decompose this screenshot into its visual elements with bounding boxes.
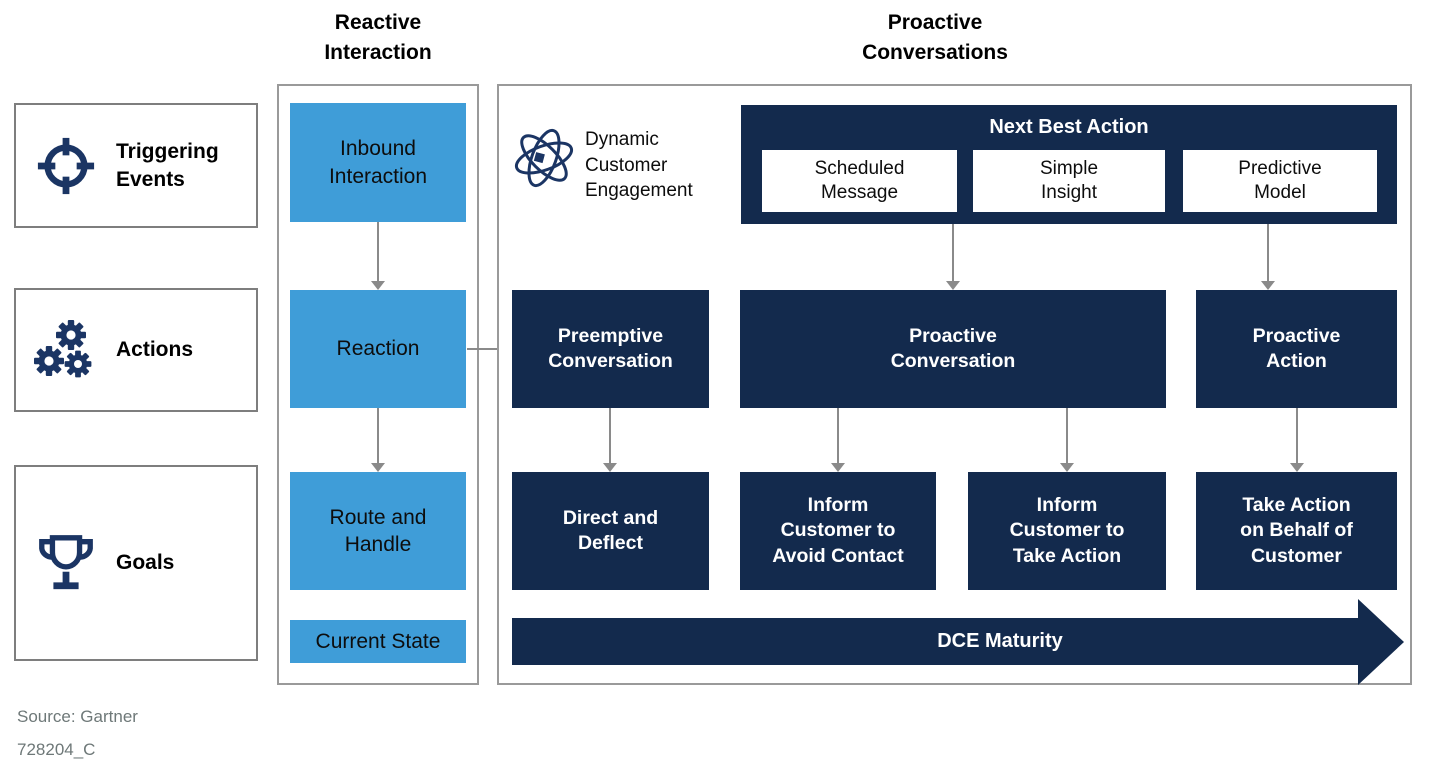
nba-option-predictive-model: Predictive Model (1183, 150, 1377, 212)
arrow-down-nba-to-proactive-action (1261, 224, 1275, 290)
legend-box-actions: Actions (14, 288, 258, 412)
next-best-action-title: Next Best Action (989, 116, 1149, 138)
flow-step-reaction: Reaction (290, 290, 466, 408)
dce-maturity-arrow: DCE Maturity (512, 618, 1358, 665)
proactive-conversations-header: Proactive Conversations (862, 11, 1008, 65)
legend-box-goals: Goals (14, 465, 258, 661)
dce-maturity-label: DCE Maturity (937, 630, 1063, 652)
goal-box-direct-and-deflect: Direct and Deflect (512, 472, 709, 590)
legend-label: Goals (116, 551, 175, 575)
reactive-interaction-header: Reactive Interaction (324, 11, 432, 65)
gears-icon (16, 317, 116, 383)
arrow-down-proactive-conv-to-take-action (1060, 408, 1074, 472)
action-box-preemptive-conversation: Preemptive Conversation (512, 290, 709, 408)
trophy-icon (16, 531, 116, 595)
legend-label: Actions (116, 338, 194, 362)
legend-label: Triggering Events (116, 140, 219, 191)
nba-option-scheduled-message: Scheduled Message (762, 150, 957, 212)
nba-option-simple-insight: Simple Insight (973, 150, 1165, 212)
atom-icon (511, 118, 577, 203)
arrow-down-proactive-conv-to-avoid-contact (831, 408, 845, 472)
goal-box-inform-take-action: Inform Customer to Take Action (968, 472, 1166, 590)
arrow-down-inbound-to-reaction (371, 222, 385, 290)
source-text: Source: Gartner (17, 707, 138, 726)
arrow-right-reaction-to-preemptive (467, 342, 510, 356)
goal-box-inform-avoid-contact: Inform Customer to Avoid Contact (740, 472, 936, 590)
figure-id-text: 728204_C (17, 740, 96, 759)
action-box-proactive-action: Proactive Action (1196, 290, 1397, 408)
arrow-down-preemptive-to-direct (603, 408, 617, 472)
arrow-down-proactive-action-to-take-action (1290, 408, 1304, 472)
flow-step-inbound-interaction: Inbound Interaction (290, 103, 466, 222)
legend-box-triggering-events: Triggering Events (14, 103, 258, 228)
current-state-box: Current State (290, 620, 466, 663)
action-box-proactive-conversation: Proactive Conversation (740, 290, 1166, 408)
arrow-down-nba-to-proactive-conversation (946, 224, 960, 290)
arrow-down-reaction-to-route (371, 408, 385, 472)
goal-box-take-action-on-behalf: Take Action on Behalf of Customer (1196, 472, 1397, 590)
dce-label: Dynamic Customer Engagement (585, 129, 693, 202)
target-icon (16, 135, 116, 197)
flow-step-route-and-handle: Route and Handle (290, 472, 466, 590)
